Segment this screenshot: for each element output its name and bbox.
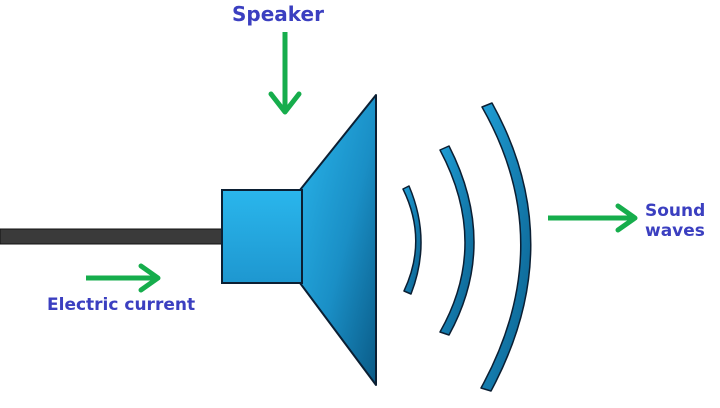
sound-wave-medium <box>439 145 475 336</box>
sound-wave-large <box>480 102 532 392</box>
electric-current-label: Electric current <box>47 295 196 315</box>
sound-waves-arrow-icon <box>548 203 638 233</box>
speaker-magnet <box>221 189 303 284</box>
wire <box>0 228 225 245</box>
current-arrow-icon <box>86 263 161 293</box>
sound-waves-label-line1: Sound <box>645 201 706 221</box>
speaker-arrow-icon <box>268 32 302 115</box>
speaker-cone <box>299 94 377 386</box>
speaker-label: Speaker <box>232 2 324 26</box>
sound-wave-small <box>402 185 422 295</box>
sound-waves-label: Sound waves <box>645 201 705 241</box>
sound-waves-label-line2: waves <box>645 221 705 241</box>
